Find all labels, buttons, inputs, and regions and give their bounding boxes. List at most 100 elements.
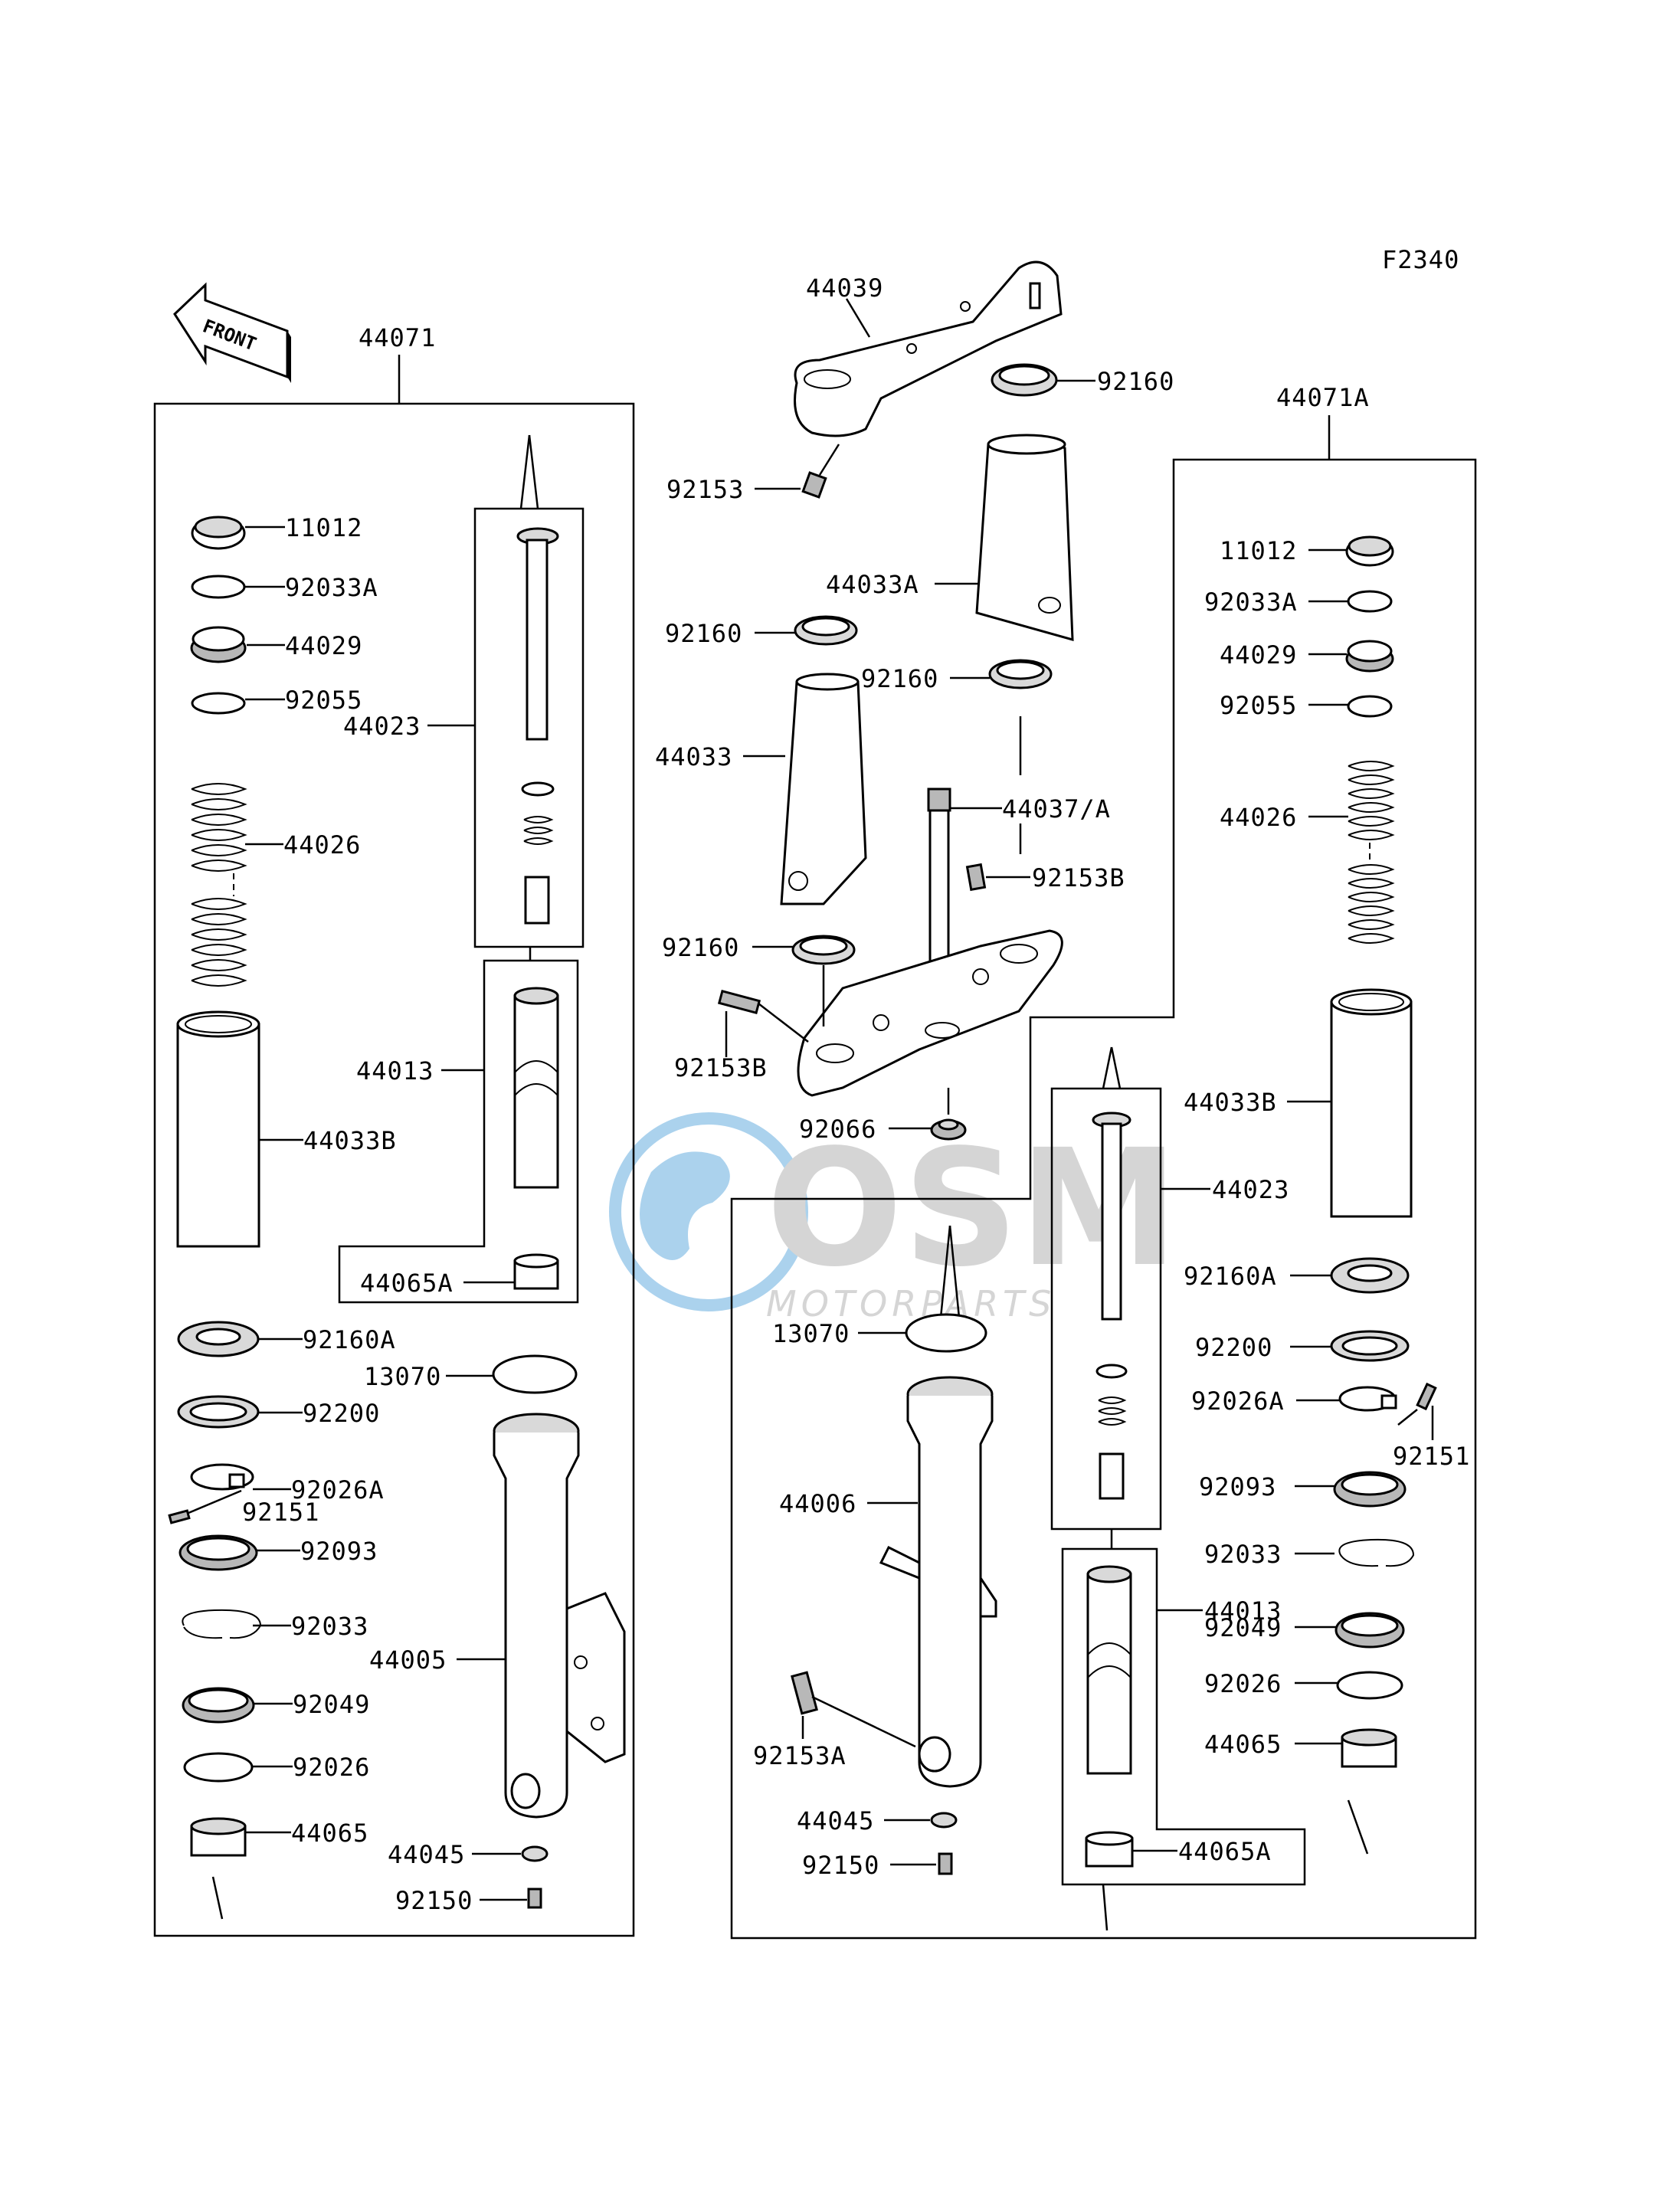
- part-92026-washer: [183, 1752, 254, 1783]
- label-44023: 44023: [343, 712, 421, 741]
- part-92153B-bolt-a: [965, 863, 987, 892]
- label-44033B: 44033B: [303, 1126, 397, 1155]
- label-44045-center: 44045: [797, 1806, 874, 1835]
- part-44045-washer-center: [930, 1812, 958, 1829]
- label-44013-right: 44013: [1204, 1596, 1282, 1626]
- part-92200-washer: [177, 1395, 260, 1429]
- label-92026-right: 92026: [1204, 1669, 1282, 1698]
- part-44037-steering-stem: [797, 787, 1063, 1097]
- part-92033-circlip: [182, 1609, 262, 1639]
- right-fork-assembly: 44071A 11012 92033A 44029 92055: [730, 383, 1477, 1940]
- part-44033B-tube: [176, 1010, 260, 1248]
- label-44065-right: 44065: [1204, 1730, 1282, 1759]
- label-92151: 92151: [242, 1498, 319, 1527]
- part-92049-seal-right: [1335, 1612, 1405, 1649]
- label-92026A: 92026A: [291, 1475, 385, 1505]
- part-44013-cylinder: [513, 987, 559, 1189]
- part-92160A-seal-right: [1330, 1257, 1410, 1294]
- part-44023-damper-rod-right: [1092, 1112, 1131, 1500]
- label-44033: 44033: [655, 742, 732, 771]
- part-44006-outer-tube: [879, 1376, 997, 1788]
- label-44023-right: 44023: [1212, 1175, 1289, 1204]
- part-92055-oring: [191, 692, 246, 715]
- part-92151-screw-right: [1397, 1382, 1437, 1426]
- label-44045: 44045: [388, 1840, 465, 1869]
- part-92026A-clamp-right: [1338, 1386, 1397, 1412]
- part-44065-bushing-right: [1341, 1728, 1397, 1768]
- part-92055-oring-right: [1347, 695, 1393, 718]
- label-92160-b: 92160: [861, 664, 938, 693]
- label-92049-right: 92049: [1204, 1613, 1282, 1642]
- figure-code: F2340: [1382, 245, 1459, 274]
- part-44033A-cover: [975, 434, 1074, 642]
- label-92055-right: 92055: [1220, 691, 1297, 720]
- watermark: OSM MOTORPARTS: [609, 1112, 1179, 1324]
- label-92160-a: 92160: [665, 619, 742, 648]
- part-44005-outer-tube: [493, 1413, 626, 1819]
- label-92160-top: 92160: [1097, 367, 1174, 396]
- label-92033A: 92033A: [285, 573, 378, 602]
- part-92200-washer-right: [1330, 1330, 1410, 1362]
- steering-assembly: 44039 92160 92153 44033A 92160: [655, 260, 1174, 1144]
- label-92153B-a: 92153B: [1032, 863, 1125, 892]
- part-92150-bolt-center: [938, 1852, 953, 1875]
- label-44006: 44006: [779, 1489, 856, 1518]
- label-44026: 44026: [283, 830, 361, 859]
- left-fork-assembly: 44071 11012 92033A 44029 92055: [153, 323, 635, 1937]
- label-92160A-right: 92160A: [1184, 1262, 1277, 1291]
- part-92160-seal-a: [794, 615, 858, 646]
- part-11012-cap-right: [1345, 535, 1394, 567]
- label-92200-right: 92200: [1195, 1333, 1272, 1362]
- label-92066: 92066: [799, 1115, 876, 1144]
- part-92066-seal: [930, 1118, 967, 1141]
- label-44005: 44005: [369, 1645, 447, 1675]
- part-44065A-bushing: [513, 1253, 559, 1290]
- label-92026: 92026: [293, 1753, 370, 1782]
- label-13070-center: 13070: [772, 1319, 850, 1348]
- part-11012-cap: [191, 516, 246, 550]
- label-92150-center: 92150: [802, 1851, 879, 1880]
- label-92153A: 92153A: [753, 1741, 847, 1770]
- label-44039: 44039: [806, 273, 883, 303]
- part-92151-screw: [168, 1509, 191, 1524]
- part-13070-ring-center: [905, 1313, 987, 1353]
- part-92160-seal-c: [791, 935, 856, 965]
- label-92049: 92049: [293, 1690, 370, 1719]
- part-92093-oilseal-right: [1333, 1471, 1407, 1508]
- part-92026A-clamp: [190, 1463, 254, 1491]
- label-44029-right: 44029: [1220, 640, 1297, 670]
- part-92049-seal: [182, 1687, 255, 1724]
- part-44013-cylinder-right: [1086, 1565, 1132, 1775]
- part-44039-upper-bracket: [794, 260, 1063, 437]
- part-92153B-bolt-b: [717, 989, 809, 1043]
- label-11012: 11012: [285, 513, 362, 542]
- part-44026-spring: [191, 783, 247, 987]
- label-92033A-right: 92033A: [1204, 588, 1298, 617]
- damper-subframe-right: [1050, 1087, 1162, 1531]
- label-92160-c: 92160: [662, 933, 739, 962]
- label-92151-right: 92151: [1393, 1442, 1470, 1471]
- label-92150: 92150: [395, 1886, 473, 1915]
- part-92026-washer-right: [1336, 1671, 1403, 1700]
- part-44065-bushing: [190, 1817, 247, 1857]
- label-92153B-b: 92153B: [674, 1053, 768, 1082]
- label-44065A: 44065A: [360, 1269, 454, 1298]
- part-92160-seal-b: [988, 659, 1053, 689]
- part-44023-damper-rod: [516, 527, 559, 925]
- assembly-44071-frame: [153, 402, 635, 1937]
- damper-subframe: [473, 507, 585, 948]
- label-92055: 92055: [285, 686, 362, 715]
- label-11012-right: 11012: [1220, 536, 1297, 565]
- label-44026-right: 44026: [1220, 803, 1297, 832]
- label-92033: 92033: [291, 1612, 368, 1641]
- part-44033B-tube-right: [1330, 988, 1413, 1218]
- assembly-44071A-frame: [730, 458, 1477, 1940]
- label-13070: 13070: [364, 1362, 441, 1391]
- part-92033-circlip-right: [1338, 1538, 1415, 1567]
- label-44033A: 44033A: [826, 570, 919, 599]
- label-92160A: 92160A: [303, 1325, 396, 1354]
- watermark-globe-icon: [609, 1112, 808, 1311]
- watermark-subtitle: MOTORPARTS: [766, 1283, 1056, 1324]
- part-92153-bolt: [801, 444, 840, 499]
